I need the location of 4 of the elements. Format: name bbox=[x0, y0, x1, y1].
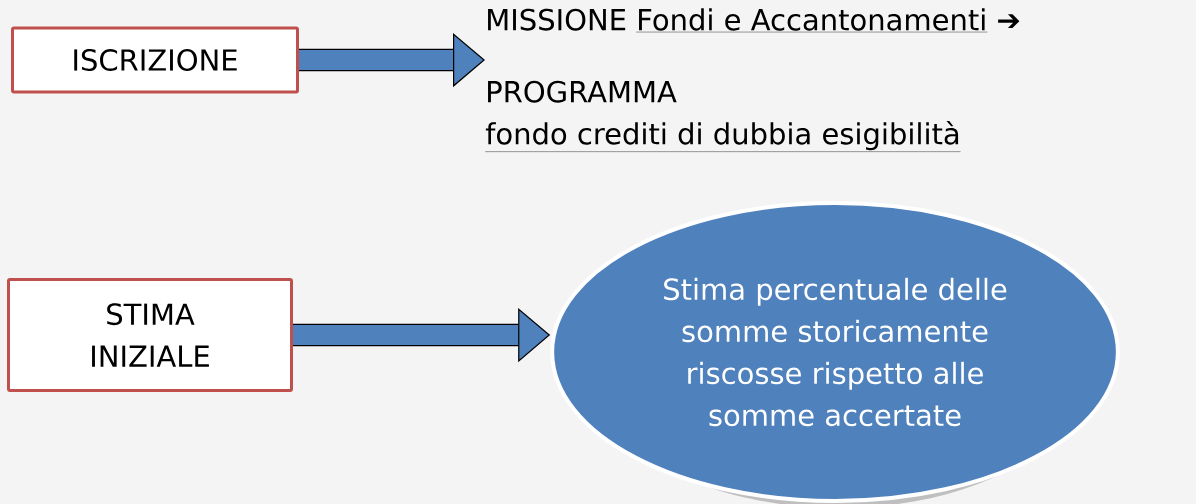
label-box: STIMA INIZIALE bbox=[7, 278, 293, 392]
label-box: ISCRIZIONE bbox=[11, 26, 299, 94]
text-block: MISSIONE Fondi e Accantonamenti ➔ PROGRAMMA fondo crediti di dubbia esigibilità bbox=[485, 8, 1020, 152]
arrow-symbol: ➔ bbox=[998, 14, 1020, 29]
